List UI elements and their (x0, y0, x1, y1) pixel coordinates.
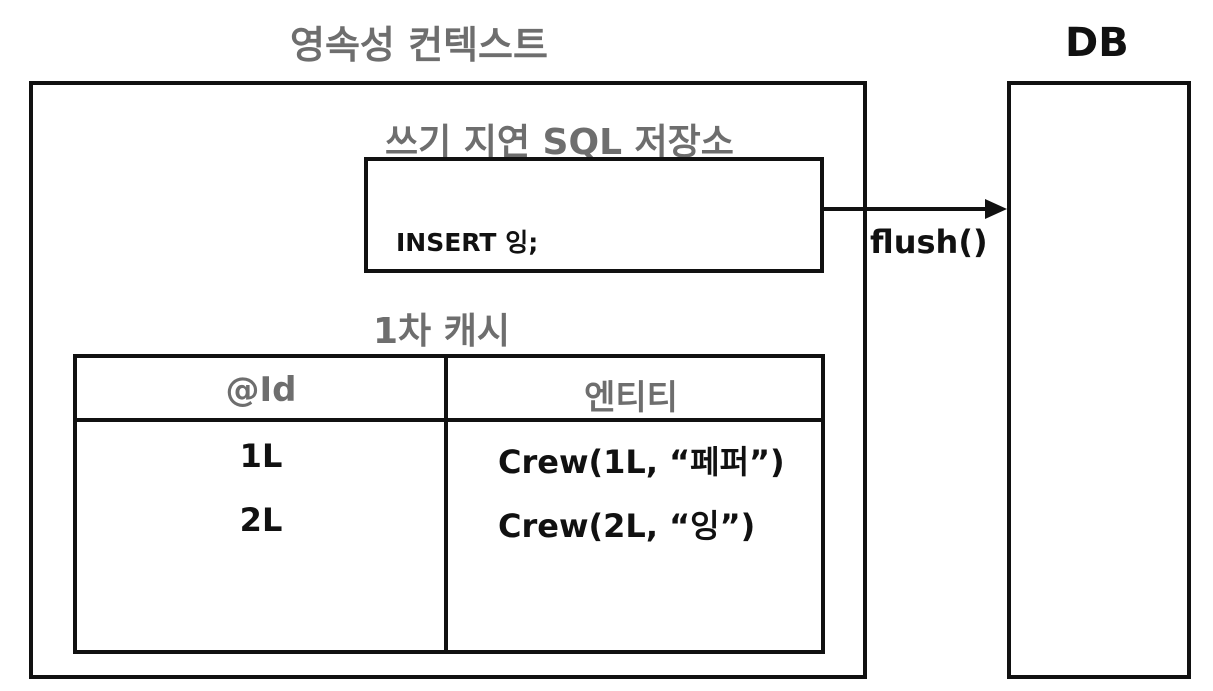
db-box (1007, 81, 1191, 679)
persistence-context-box (29, 81, 867, 679)
db-title: DB (1065, 20, 1129, 66)
write-behind-sql-store-title: 쓰기 지연 SQL 저장소 (385, 122, 734, 163)
write-behind-sql-store-box (364, 157, 824, 273)
cache-row-id: 1L (239, 437, 283, 475)
cache-header-id: @Id (225, 370, 297, 410)
cache-column-divider (444, 358, 448, 650)
cache-row-entity: Crew(2L, “잉”) (498, 507, 756, 545)
first-level-cache-table (73, 354, 825, 654)
first-level-cache-title: 1차 캐시 (373, 311, 510, 352)
flush-label: flush() (870, 223, 988, 261)
cache-header-divider (77, 418, 821, 422)
cache-header-entity: 엔티티 (584, 378, 678, 418)
cache-row-entity: Crew(1L, “페퍼”) (498, 443, 785, 481)
cache-row-id: 2L (239, 501, 283, 539)
flush-arrow-head (985, 199, 1007, 219)
sql-statement: INSERT 잉; (396, 228, 539, 257)
persistence-context-title: 영속성 컨텍스트 (290, 23, 548, 67)
